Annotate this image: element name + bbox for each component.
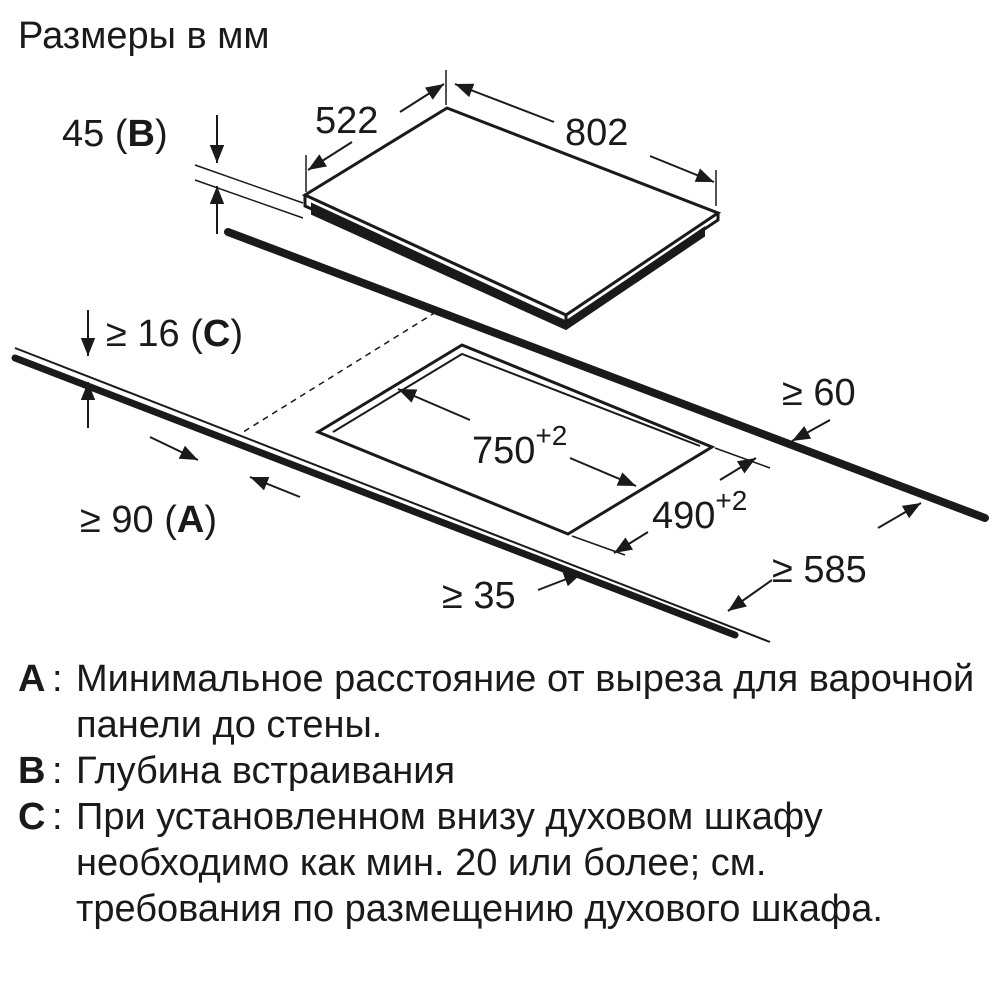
dimension-min-back: ≥ 60 — [782, 372, 856, 442]
dimension-min-below-value: ≥ 16 ( — [106, 313, 203, 355]
cutout-opening — [314, 343, 716, 536]
dimension-cutout-width-tolerance: +2 — [535, 420, 567, 451]
dimension-min-below-key: C — [203, 313, 230, 355]
worktop-back-edge — [224, 228, 989, 522]
svg-text:≥ 16 (C): ≥ 16 (C) — [106, 313, 243, 355]
legend-notes: A : Минимальное расстояние от выреза для… — [18, 656, 978, 932]
dimension-built-in-depth-value: 45 ( — [62, 113, 128, 155]
svg-text:490+2: 490+2 — [652, 485, 747, 537]
page-title: Размеры в мм — [18, 15, 270, 57]
note-c: C : При установленном внизу духовом шкаф… — [18, 794, 978, 932]
dimension-802-label: 802 — [565, 112, 628, 154]
note-a-key: A — [18, 658, 46, 700]
svg-text:750+2: 750+2 — [472, 420, 567, 472]
note-a: A : Минимальное расстояние от выреза для… — [18, 656, 978, 748]
projection-line — [239, 311, 437, 435]
note-b-text: Глубина встраивания — [76, 750, 456, 792]
dimension-cutout-width-label: 750 — [472, 430, 535, 472]
dimension-cutout-width: 750+2 — [397, 388, 637, 487]
dimension-cutout-depth: 490+2 — [571, 447, 771, 556]
worktop-front-edge — [11, 347, 771, 643]
dimension-min-back-label: ≥ 60 — [782, 372, 856, 414]
dimension-cutout-depth-tolerance: +2 — [715, 485, 747, 516]
dimension-min-wall-key: A — [177, 499, 204, 541]
note-a-text: Минимальное расстояние от выреза для вар… — [76, 658, 975, 746]
dimension-cutout-depth-label: 490 — [652, 495, 715, 537]
hob-dimension-drawing: 522 802 45 (B) ≥ 16 (C) — [11, 70, 989, 643]
dimension-min-wall-close: ) — [204, 499, 217, 541]
dimension-min-front-label: ≥ 35 — [442, 575, 516, 617]
dimension-min-wall-value: ≥ 90 ( — [80, 499, 177, 541]
dimension-min-front: ≥ 35 — [442, 572, 583, 617]
dimension-min-worktop-depth: ≥ 585 — [727, 502, 922, 612]
dimension-522-label: 522 — [315, 100, 378, 142]
dimension-min-wall: ≥ 90 (A) — [80, 436, 301, 541]
note-b: B : Глубина встраивания — [18, 748, 978, 794]
svg-text:≥ 90 (A): ≥ 90 (A) — [80, 499, 217, 541]
dimension-min-below-close: ) — [230, 313, 243, 355]
note-b-key: B — [18, 750, 46, 792]
svg-text:45 (B): 45 (B) — [62, 113, 168, 155]
dimension-min-worktop-depth-label: ≥ 585 — [772, 549, 867, 591]
dimension-built-in-depth-close: ) — [155, 113, 168, 155]
hob-body — [301, 106, 722, 331]
note-c-text: При установленном внизу духовом шкафу не… — [76, 796, 883, 930]
dimension-802: 802 — [454, 83, 717, 206]
dimension-built-in-depth: 45 (B) — [62, 113, 304, 234]
dimension-built-in-depth-key: B — [127, 113, 154, 155]
dimension-522: 522 — [305, 70, 447, 192]
dimension-min-below: ≥ 16 (C) — [80, 310, 243, 428]
note-c-key: C — [18, 796, 46, 838]
